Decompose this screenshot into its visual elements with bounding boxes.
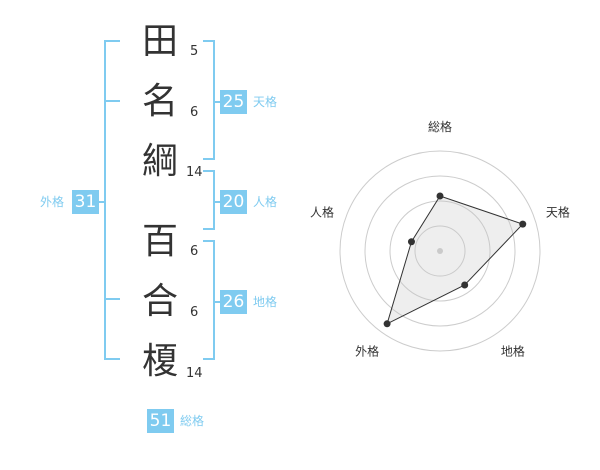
- name-char-5: 合: [141, 281, 178, 322]
- gaikaku-bracket-tick-lower: [104, 298, 120, 300]
- radar-point-5: [407, 238, 415, 246]
- gaikaku-bracket-vertical: [104, 40, 106, 360]
- radar-point-1: [436, 192, 444, 200]
- radar-axis-label-5: 人格: [310, 205, 334, 220]
- chikaku-bracket-top: [203, 240, 215, 242]
- jinkaku-bracket-vertical: [213, 170, 215, 230]
- gaikaku-bracket-connector: [99, 201, 105, 203]
- tenkaku-bracket-connector: [213, 101, 221, 103]
- radar-ring: [389, 200, 491, 302]
- stroke-count-2: 6: [190, 105, 199, 120]
- name-char-4: 百: [141, 221, 178, 262]
- soukaku-value: 51: [147, 409, 174, 433]
- stroke-count-6: 14: [186, 366, 203, 381]
- gaikaku-bracket-bottom: [104, 358, 120, 360]
- jinkaku-bracket-bottom: [203, 228, 215, 230]
- soukaku-label: 総格: [180, 414, 205, 428]
- radar-axis-label-1: 総格: [428, 119, 452, 134]
- radar-point-4: [383, 320, 391, 328]
- jinkaku-label: 人格: [253, 195, 278, 209]
- gaikaku-bracket-tick-upper: [104, 100, 120, 102]
- radar-ring: [339, 150, 541, 352]
- chikaku-bracket-vertical: [213, 240, 215, 360]
- jinkaku-value: 20: [220, 190, 247, 214]
- radar-center: [437, 248, 443, 254]
- stroke-count-1: 5: [190, 44, 199, 59]
- stroke-count-5: 6: [190, 305, 199, 320]
- gaikaku-value: 31: [72, 190, 99, 214]
- radar-ring: [414, 225, 466, 277]
- jinkaku-bracket-connector: [213, 201, 221, 203]
- chikaku-bracket-bottom: [203, 358, 215, 360]
- tenkaku-value: 25: [220, 90, 247, 114]
- stroke-count-4: 6: [190, 244, 199, 259]
- chikaku-label: 地格: [253, 295, 278, 309]
- name-char-2: 名: [141, 81, 178, 122]
- name-char-1: 田: [141, 21, 178, 62]
- radar-series-area: [386, 195, 524, 325]
- radar-ring: [364, 175, 516, 327]
- gaikaku-bracket-top: [104, 40, 120, 42]
- chikaku-value: 26: [220, 290, 247, 314]
- chikaku-bracket-connector: [213, 301, 221, 303]
- jinkaku-bracket-top: [203, 170, 215, 172]
- name-char-6: 榎: [141, 341, 178, 382]
- tenkaku-bracket-bottom: [203, 158, 215, 160]
- radar-axis-label-3: 地格: [501, 343, 525, 358]
- radar-axis-label-4: 外格: [355, 343, 379, 358]
- name-char-3: 綱: [141, 141, 178, 182]
- tenkaku-label: 天格: [253, 95, 278, 109]
- gaikaku-label: 外格: [40, 195, 65, 209]
- radar-point-2: [519, 220, 527, 228]
- radar-axis-label-2: 天格: [546, 205, 570, 220]
- tenkaku-bracket-vertical: [213, 40, 215, 160]
- tenkaku-bracket-top: [203, 40, 215, 42]
- stroke-count-3: 14: [186, 165, 203, 180]
- radar-point-3: [461, 281, 469, 289]
